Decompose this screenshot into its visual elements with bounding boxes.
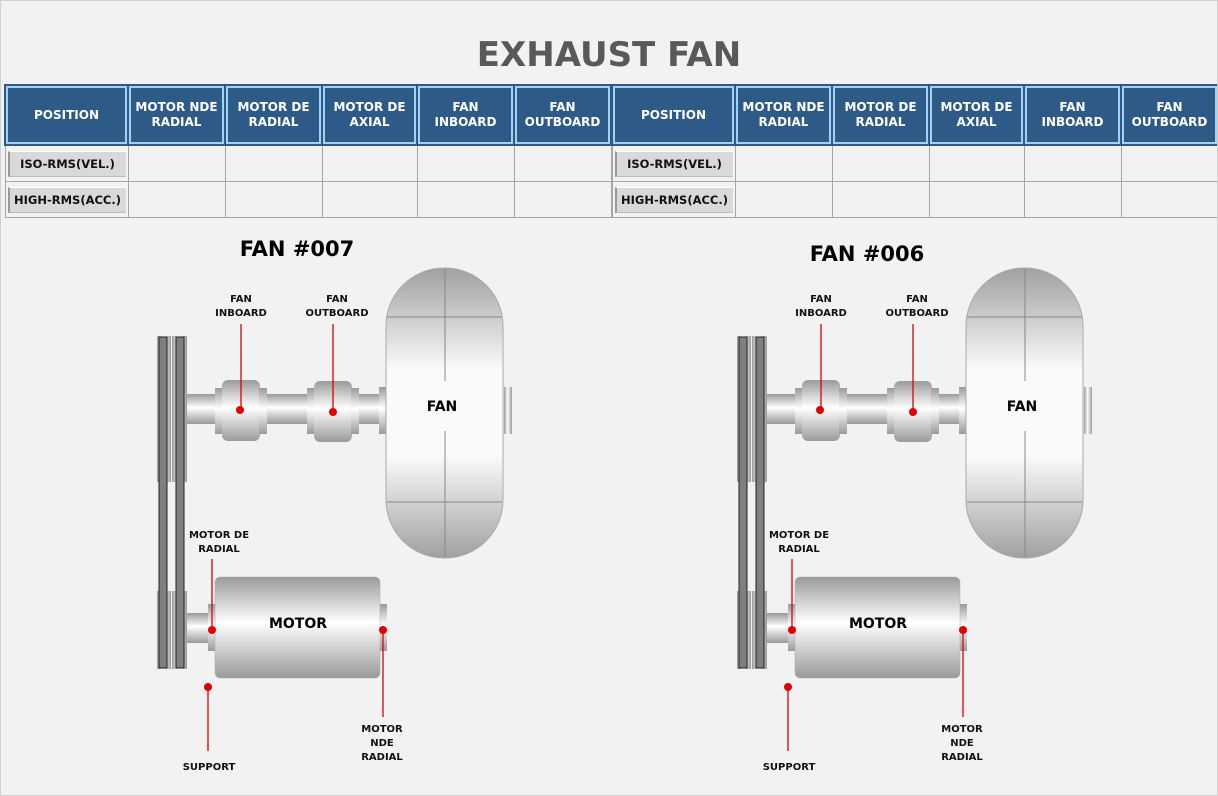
measurement-point-fan-outboard[interactable] xyxy=(909,408,917,416)
measurement-point-motor-de-radial[interactable] xyxy=(208,626,216,634)
label-fan-outboard: FAN xyxy=(906,294,928,305)
column-header: MOTOR NDE RADIAL xyxy=(127,84,226,146)
belt-pulley xyxy=(157,336,187,669)
column-header: MOTOR DE AXIAL xyxy=(928,84,1025,146)
diagram-title-fan-007: FAN #007 xyxy=(239,237,355,261)
measurement-point-fan-inboard[interactable] xyxy=(816,406,824,414)
value-cell[interactable] xyxy=(734,144,833,182)
value-cell[interactable] xyxy=(1023,144,1122,182)
label-motor-nde: NDE xyxy=(950,738,974,749)
fan-housing: FAN xyxy=(385,267,504,559)
value-cell[interactable] xyxy=(224,144,323,182)
column-header: FAN INBOARD xyxy=(416,84,515,146)
column-header: FAN INBOARD xyxy=(1023,84,1122,146)
value-cell[interactable] xyxy=(1120,181,1217,218)
row-label: HIGH-RMS(ACC.) xyxy=(614,186,733,213)
label-motor-de: RADIAL xyxy=(778,544,820,555)
label-fan-outboard: FAN xyxy=(326,294,348,305)
column-header: MOTOR DE RADIAL xyxy=(831,84,930,146)
value-cell[interactable] xyxy=(127,144,226,182)
row-header: ISO-RMS(VEL.) xyxy=(4,144,129,182)
measurement-point-motor-nde-radial[interactable] xyxy=(959,626,967,634)
page-title: EXHAUST FAN xyxy=(476,35,742,75)
table-row: HIGH-RMS(ACC.) xyxy=(611,181,1217,218)
value-cell[interactable] xyxy=(416,144,515,182)
label-fan-inboard: INBOARD xyxy=(795,308,847,319)
fan-label: FAN xyxy=(427,399,458,415)
value-cell[interactable] xyxy=(127,181,226,218)
row-label: ISO-RMS(VEL.) xyxy=(7,150,126,177)
row-header: ISO-RMS(VEL.) xyxy=(611,144,736,182)
label-motor-de: RADIAL xyxy=(198,544,240,555)
value-cell[interactable] xyxy=(321,181,418,218)
column-header: MOTOR DE AXIAL xyxy=(321,84,418,146)
measurement-point-fan-inboard[interactable] xyxy=(236,406,244,414)
measurement-point-motor-de-radial[interactable] xyxy=(788,626,796,634)
value-cell[interactable] xyxy=(224,181,323,218)
label-motor-nde: NDE xyxy=(370,738,394,749)
row-header: HIGH-RMS(ACC.) xyxy=(4,181,129,218)
column-header: POSITION xyxy=(4,84,129,146)
diagram-title-fan-006: FAN #006 xyxy=(809,242,925,266)
motor: MOTOR xyxy=(187,576,387,679)
column-header: MOTOR DE RADIAL xyxy=(224,84,323,146)
label-fan-outboard: OUTBOARD xyxy=(305,308,368,319)
label-motor-nde: RADIAL xyxy=(361,752,403,763)
motor-label: MOTOR xyxy=(269,616,327,632)
value-cell[interactable] xyxy=(734,181,833,218)
label-fan-inboard: FAN xyxy=(230,294,252,305)
value-cell[interactable] xyxy=(1023,181,1122,218)
table-row: ISO-RMS(VEL.) xyxy=(4,144,612,182)
row-label: HIGH-RMS(ACC.) xyxy=(7,186,126,213)
column-header: FAN OUTBOARD xyxy=(513,84,612,146)
measurement-point-fan-outboard[interactable] xyxy=(329,408,337,416)
diagram-fan-006: FAN MOTOR FAN INBOARD FAN OUTBOARD MOTOR D… xyxy=(737,267,1092,773)
label-fan-inboard: INBOARD xyxy=(215,308,267,319)
value-cell[interactable] xyxy=(321,144,418,182)
label-fan-inboard: FAN xyxy=(810,294,832,305)
measurement-point-support[interactable] xyxy=(784,683,792,691)
label-motor-de: MOTOR DE xyxy=(189,530,249,541)
value-cell[interactable] xyxy=(513,144,612,182)
fan-label: FAN xyxy=(1007,399,1038,415)
label-motor-nde: MOTOR xyxy=(941,724,983,735)
label-motor-nde: RADIAL xyxy=(941,752,983,763)
measurement-point-support[interactable] xyxy=(204,683,212,691)
diagram-fan-007: FAN MOTOR FAN INBOARD FAN OUTBOARD MOTOR D… xyxy=(157,267,512,773)
motor: MOTOR xyxy=(767,576,967,679)
label-motor-de: MOTOR DE xyxy=(769,530,829,541)
label-motor-nde: MOTOR xyxy=(361,724,403,735)
belt-pulley xyxy=(737,336,767,669)
value-cell[interactable] xyxy=(416,181,515,218)
measurement-point-motor-nde-radial[interactable] xyxy=(379,626,387,634)
value-cell[interactable] xyxy=(831,181,930,218)
label-fan-outboard: OUTBOARD xyxy=(885,308,948,319)
row-label: ISO-RMS(VEL.) xyxy=(614,150,733,177)
table-row: HIGH-RMS(ACC.) xyxy=(4,181,612,218)
value-cell[interactable] xyxy=(513,181,612,218)
fan-housing: FAN xyxy=(965,267,1084,559)
value-cell[interactable] xyxy=(928,181,1025,218)
label-support: SUPPORT xyxy=(183,762,236,773)
value-cell[interactable] xyxy=(928,144,1025,182)
column-header: MOTOR NDE RADIAL xyxy=(734,84,833,146)
motor-label: MOTOR xyxy=(849,616,907,632)
column-header: FAN OUTBOARD xyxy=(1120,84,1217,146)
column-header: POSITION xyxy=(611,84,736,146)
label-support: SUPPORT xyxy=(763,762,816,773)
